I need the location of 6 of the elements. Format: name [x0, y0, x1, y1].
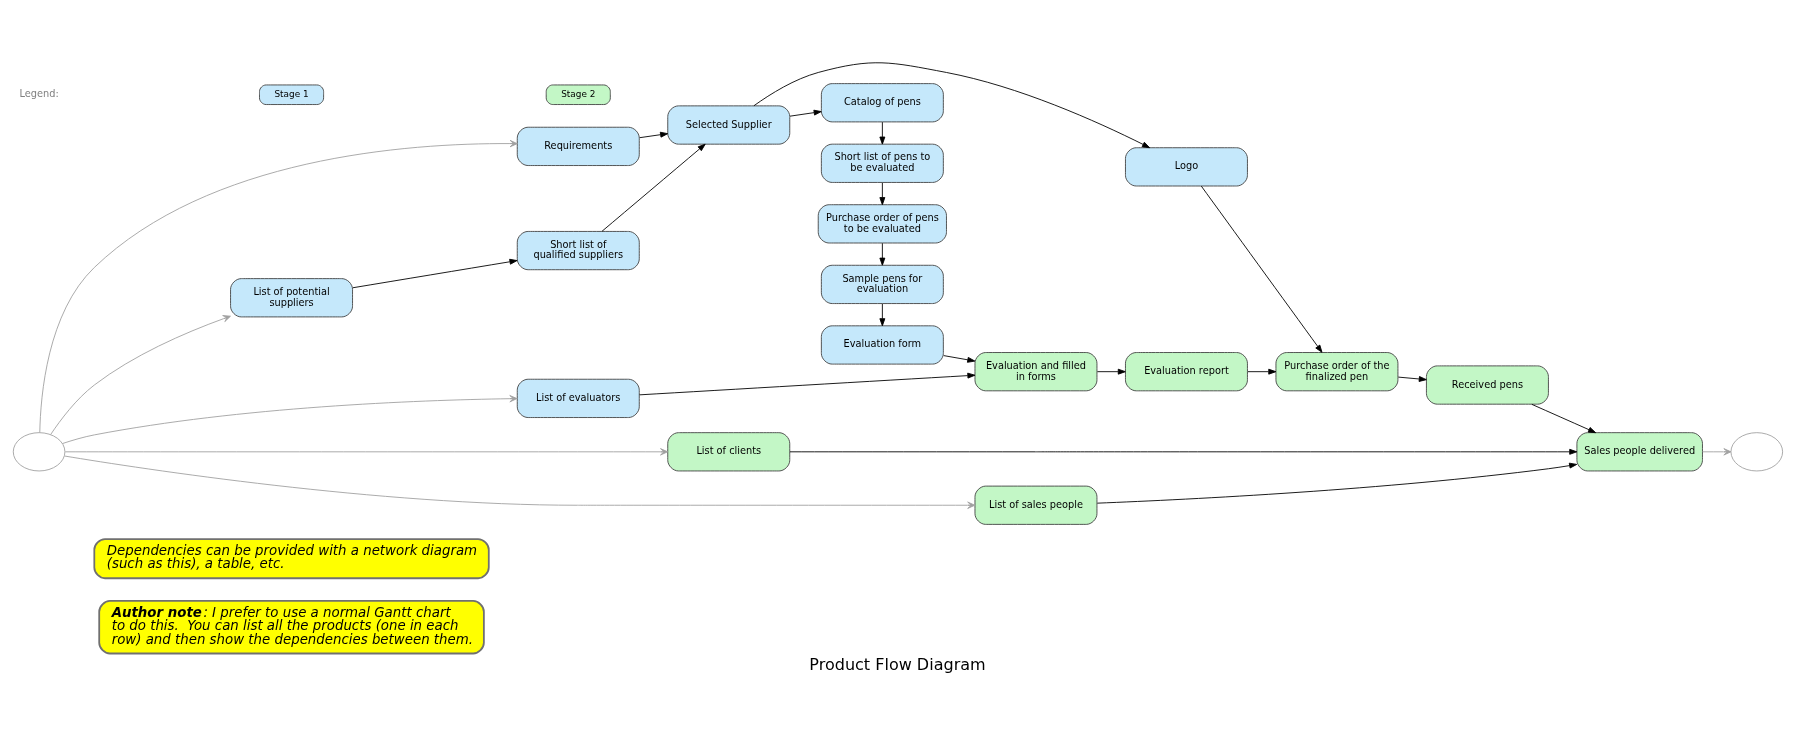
label: Legend:	[19, 88, 59, 100]
label: Dependencies can be provided with a network diagram (such as this), a table, etc.	[106, 543, 478, 572]
legend-label: Stage 1	[274, 88, 309, 99]
label: Author note: I prefer to use a normal Gantt chart to do this. You can list all the products (one in each row) and then show the dependencies between them.	[111, 605, 473, 647]
legend-label: Stage 2	[561, 88, 596, 99]
caption: Product Flow Diagram	[809, 654, 986, 674]
